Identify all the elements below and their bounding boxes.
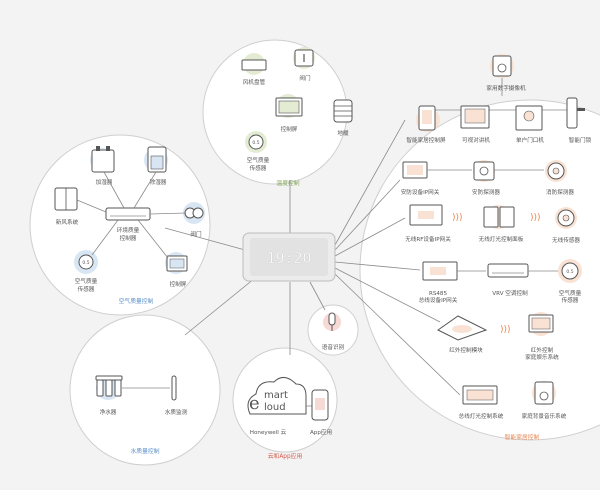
hvac-aq-label-1: 空气质量 [247, 156, 270, 164]
honeywell-cloud-label: Honeywell 云 [250, 429, 287, 436]
air-screen-label: 控制屏 [170, 280, 187, 288]
air-ring [29, 134, 211, 316]
ir-av-label-1: 红外控制 [531, 346, 554, 354]
hvac-ring [202, 39, 348, 185]
rs485-label-2: 总线设备IP网关 [419, 296, 458, 304]
svg-text:loud: loud [264, 402, 286, 413]
smart-home-cluster: 家用数字摄像机 智能家居控制屏 可视对讲机 单户门口机 智能门锁 安防设备IP网… [401, 54, 592, 441]
ir-signal-icon: ))) [500, 325, 511, 335]
water-caption: 水质量控制 [131, 447, 160, 455]
fire-detector-label: 消防探测器 [546, 188, 574, 196]
ir-module-label: 红外控制模块 [449, 346, 483, 354]
hvac-screen-label: 控制屏 [281, 125, 298, 133]
microphone-icon [328, 312, 336, 326]
ir-av-label-2: 家庭娱乐系统 [525, 353, 559, 361]
humidifier-label: 加湿器 [96, 178, 113, 186]
security-gateway-label: 安防设备IP网关 [401, 188, 440, 196]
wireless-light-icon [483, 206, 499, 228]
rf-gateway-label: 无线RF设备IP网关 [405, 235, 451, 243]
monitor-label: 水质监测 [165, 408, 188, 416]
music-label: 家庭背景音乐系统 [522, 412, 567, 420]
smart-aq-label-1: 空气质量 [559, 289, 582, 297]
hvac-caption: 温度控制 [276, 179, 299, 187]
smart-lock-icon [566, 97, 578, 129]
wireless-sensor-label: 无线传感器 [552, 236, 580, 244]
smart-cloud-logo: e mart loud [247, 377, 307, 415]
security-detector-label: 安防探测器 [472, 188, 500, 196]
app-label: App应用 [310, 428, 332, 436]
camera-label: 家用数字摄像机 [486, 84, 526, 92]
air-aq-sensor-icon [78, 254, 94, 270]
dehumidifier-label: 除湿器 [150, 178, 167, 186]
lock-label: 智能门锁 [569, 136, 592, 144]
door-station-label: 单户门口机 [516, 136, 544, 144]
smart-home-ring [359, 99, 600, 441]
hvac-cluster: 风机盘管 阀门 控制屏 地暖 0.5 空气质量 传感器 温度控制 [241, 47, 353, 187]
rf-signal-icon: ))) [452, 213, 463, 223]
svg-text:mart: mart [264, 390, 288, 401]
air-aq-label-2: 传感器 [78, 285, 95, 293]
rf-signal-icon-2: ))) [530, 213, 541, 223]
central-hub[interactable]: 19:20 [242, 232, 336, 282]
vrv-ac-icon [487, 263, 529, 278]
panel-label: 智能家居控制屏 [406, 136, 446, 144]
air-valve-icon [184, 207, 204, 219]
rs485-label-1: RS485 [429, 291, 448, 297]
fan-coil-label: 风机盘管 [243, 78, 266, 86]
intercom-label: 可视对讲机 [462, 136, 490, 144]
hvac-aq-label-2: 传感器 [250, 164, 267, 172]
voice-cluster: 语音识别 [322, 312, 345, 351]
svg-text:0.5: 0.5 [82, 260, 89, 266]
bus-light-label: 总线灯光控制系统 [459, 412, 504, 420]
fan-coil-icon [241, 59, 267, 71]
hvac-valve-label: 阀门 [299, 74, 311, 82]
floor-heating-label: 地暖 [337, 129, 349, 137]
wireless-light-label: 无线灯光控制面板 [479, 235, 524, 243]
water-monitor-icon [171, 375, 177, 401]
smart-home-caption: 智能家居控制 [505, 433, 540, 441]
cloud-caption: 云和App应用 [268, 452, 303, 460]
air-caption: 空气质量控制 [119, 297, 154, 305]
svg-text:e: e [249, 393, 260, 414]
air-cluster: 加湿器 除湿器 新风系统 环境质量 控制器 阀门 0.5 空气质量 传感器 控制… [54, 146, 205, 305]
smart-aq-sensor-icon [561, 262, 579, 280]
purifier-label: 净水器 [100, 408, 117, 416]
controller-label-1: 环境质量 [117, 226, 140, 234]
smart-aq-label-2: 传感器 [562, 296, 579, 304]
cloud-cluster: e mart loud Honeywell 云 App应用 云和App应用 [247, 377, 332, 460]
hvac-aq-sensor-icon [248, 134, 264, 150]
svg-text:0.5: 0.5 [252, 140, 259, 146]
voice-label: 语音识别 [322, 343, 345, 351]
svg-text:0.5: 0.5 [566, 269, 573, 275]
vrv-label: VRV 空调控制 [492, 289, 528, 297]
fresh-air-label: 新风系统 [56, 218, 79, 226]
water-purifier-icon [95, 375, 123, 397]
humidifier-icon [91, 149, 115, 173]
air-aq-label-1: 空气质量 [75, 277, 98, 285]
controller-label-2: 控制器 [120, 234, 137, 242]
hub-clock: 19:20 [266, 249, 311, 267]
water-cluster: 净水器 水质监测 水质量控制 [95, 375, 188, 455]
hub-links [164, 119, 461, 396]
env-controller-icon [105, 207, 151, 221]
air-valve-label: 阀门 [190, 230, 202, 238]
water-ring [69, 314, 221, 466]
